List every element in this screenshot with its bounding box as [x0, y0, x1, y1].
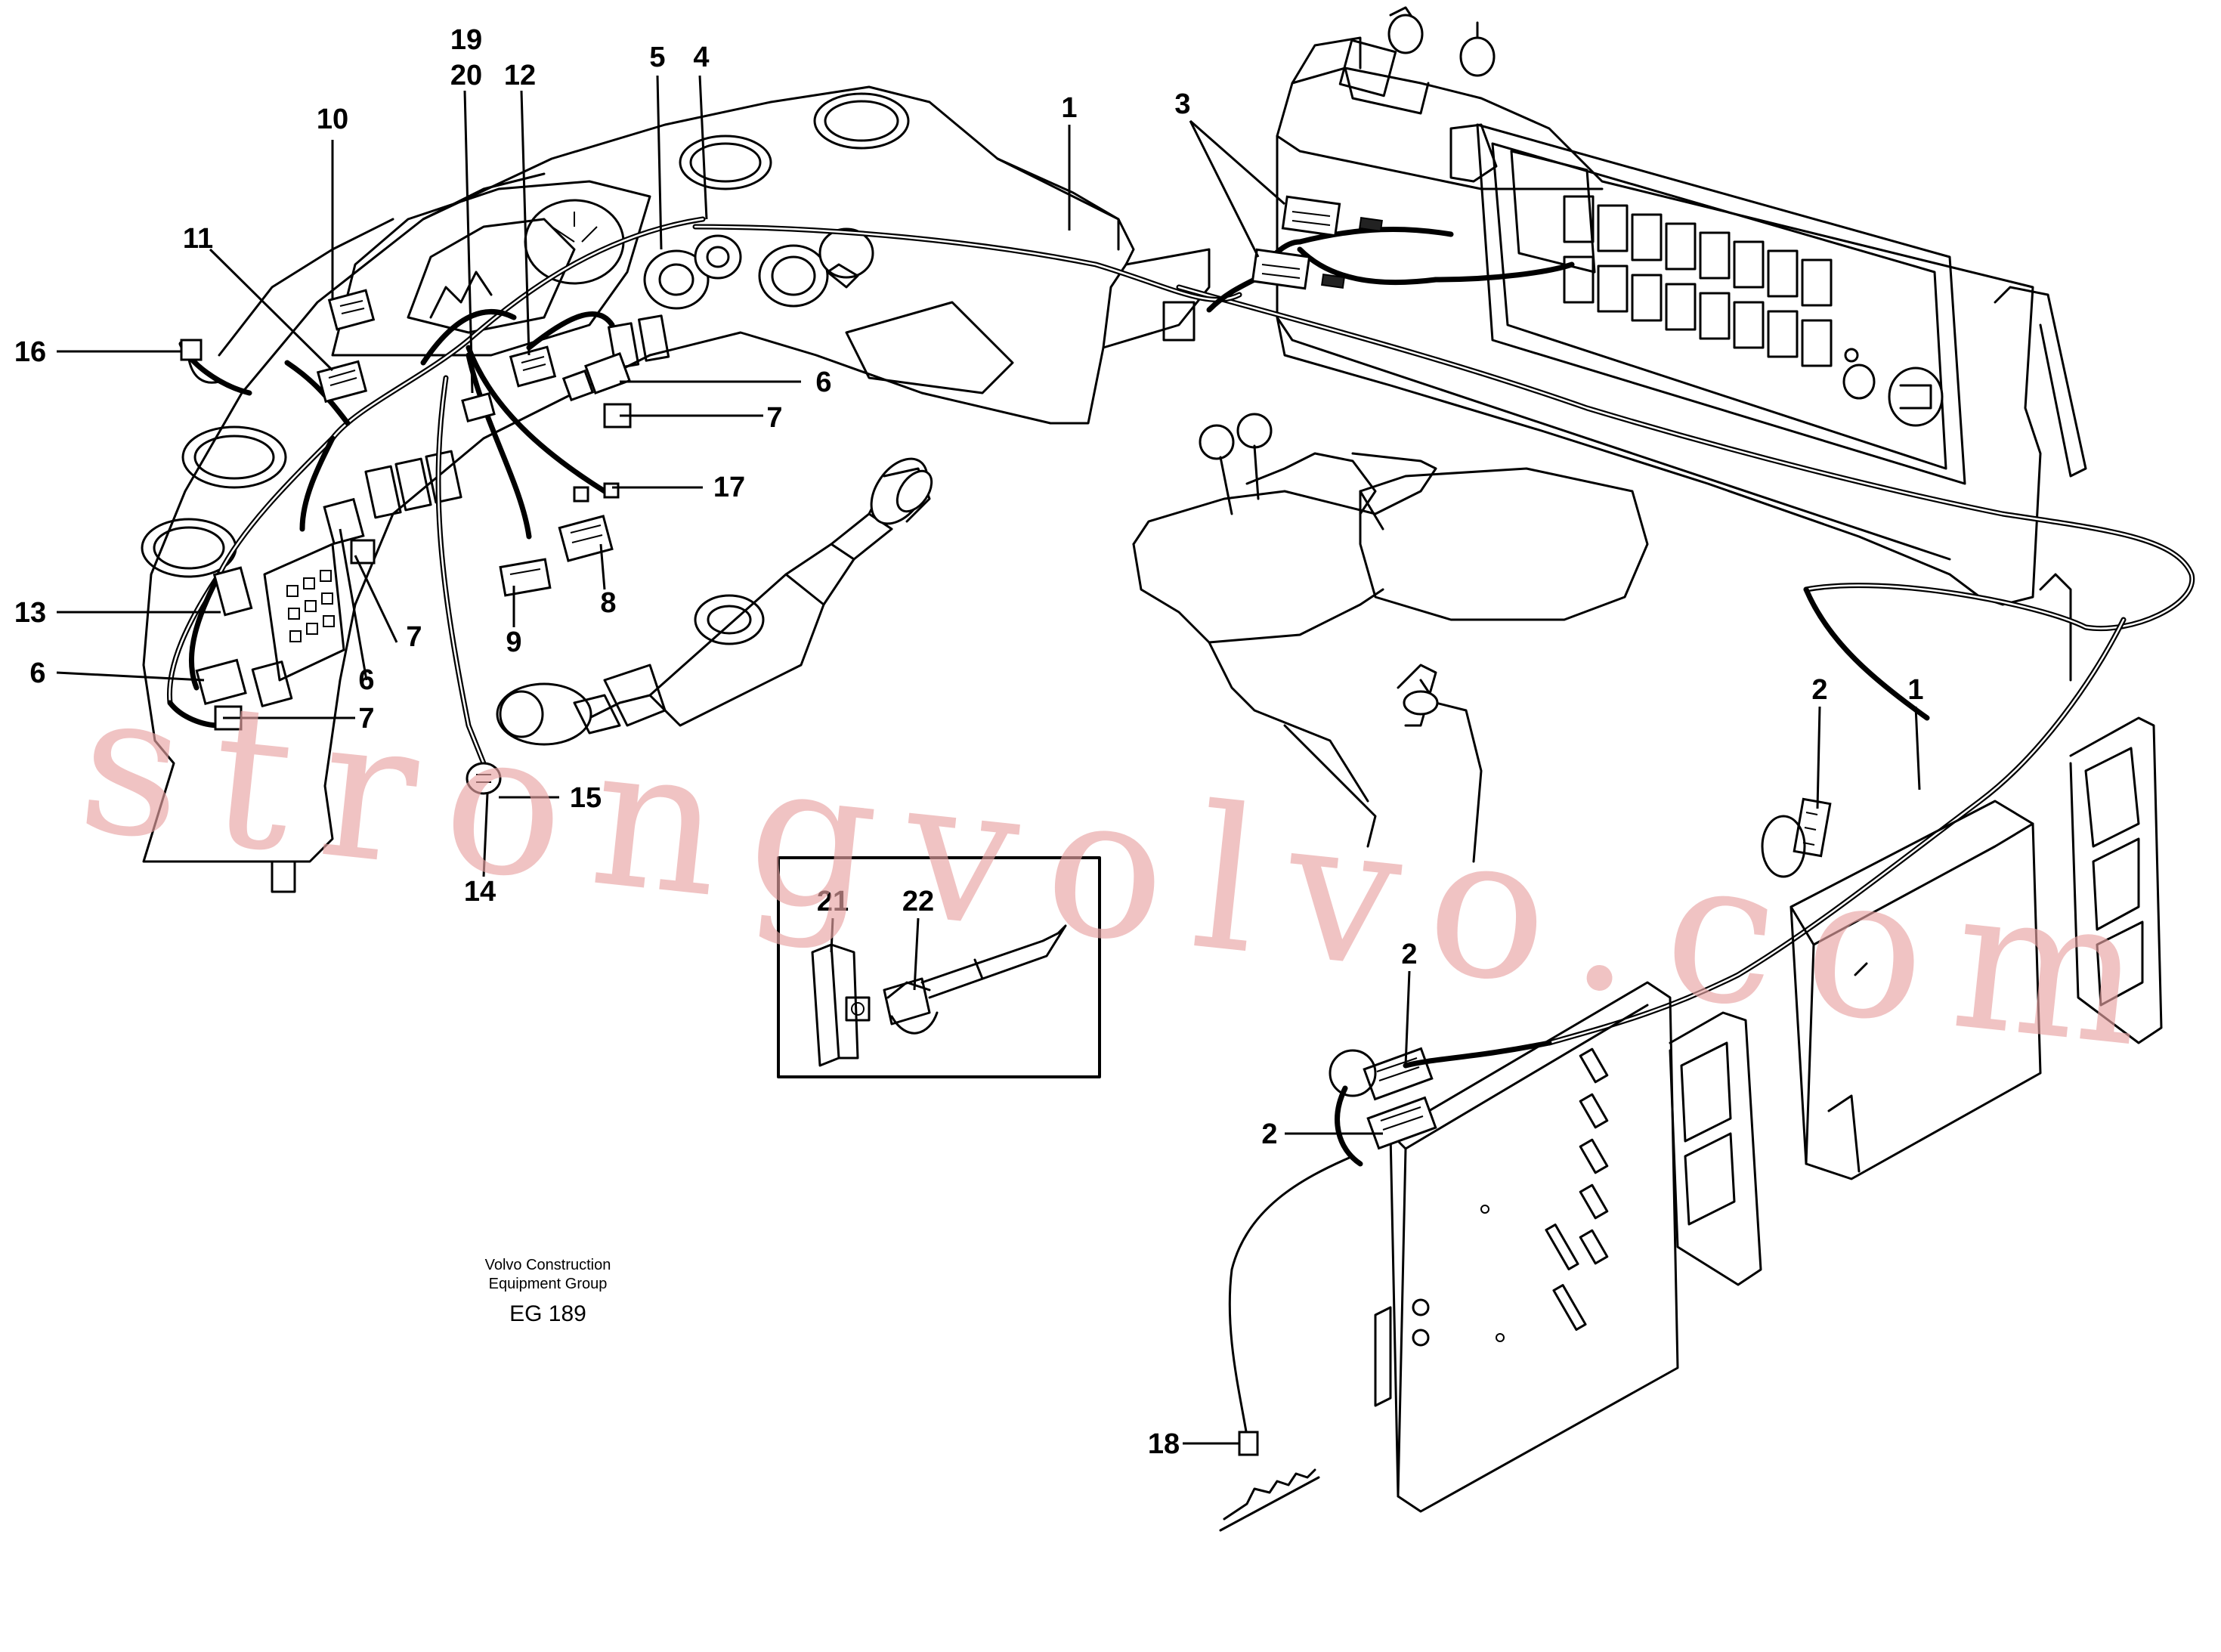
callout-16: 16	[14, 336, 46, 368]
callout-7-mid: 7	[406, 621, 422, 653]
callout-2-middle: 2	[1401, 939, 1417, 970]
leader-lines	[56, 75, 1921, 1445]
callout-2-lower: 2	[1261, 1118, 1277, 1150]
callout-2-upper: 2	[1811, 674, 1827, 706]
callout-11: 11	[183, 223, 213, 255]
connector-9	[499, 558, 552, 597]
connector-3-lower	[1251, 248, 1345, 290]
callout-17: 17	[713, 472, 745, 503]
connector-3-upper	[1281, 195, 1383, 237]
control-units	[1219, 716, 2163, 1532]
callout-labels: 1 1 2 2 2 3 4 5 6 6 6 7 7 7 8 9 10 11 12…	[14, 24, 1924, 1460]
callout-5: 5	[649, 42, 665, 73]
callout-4: 4	[693, 42, 709, 73]
connector-14-15	[466, 762, 502, 795]
switch-bank	[1563, 195, 1833, 367]
keypad	[263, 543, 345, 682]
connector-7-mid	[350, 539, 376, 565]
callout-6-mid: 6	[358, 664, 374, 696]
ignition-switch-icon	[758, 244, 829, 308]
caption-code: EG 189	[509, 1301, 586, 1326]
connector-12	[509, 345, 557, 388]
cable-tie-22	[883, 924, 1067, 1035]
callout-9: 9	[506, 626, 521, 658]
connector-2-lower	[1366, 1096, 1437, 1150]
right-console	[692, 6, 2195, 1046]
callout-6-upper: 6	[815, 367, 831, 398]
callout-7-lower: 7	[358, 703, 374, 735]
caption-line-2: Equipment Group	[489, 1276, 608, 1292]
callout-6-lower: 6	[29, 657, 45, 689]
caption-line-1: Volvo Construction	[485, 1257, 611, 1273]
dashboard-panel	[141, 85, 1211, 893]
connector-16	[180, 339, 221, 384]
connector-18	[1219, 1431, 1320, 1532]
connector-10	[327, 289, 376, 331]
callout-1-top: 1	[1061, 92, 1077, 124]
callout-20: 20	[450, 60, 482, 91]
connector-6-lower	[195, 658, 247, 706]
callout-13: 13	[14, 597, 46, 629]
callout-18: 18	[1148, 1428, 1180, 1460]
left-harness	[166, 216, 706, 795]
control-lever	[496, 457, 933, 746]
caption-block: Volvo Construction Equipment Group EG 18…	[485, 1257, 611, 1326]
callout-8: 8	[600, 587, 616, 619]
callout-7-upper: 7	[766, 402, 782, 434]
rotary-switch-icon	[643, 249, 710, 310]
clip-21	[811, 943, 871, 1067]
connector-8	[558, 515, 614, 562]
callout-12: 12	[504, 60, 536, 91]
connector-6-upper	[561, 352, 631, 402]
callout-22: 22	[902, 886, 934, 917]
callout-15: 15	[570, 782, 602, 814]
watermark: strongvolvo.com	[70, 648, 2183, 1094]
callout-10: 10	[317, 104, 348, 135]
callout-1-right: 1	[1907, 674, 1923, 706]
detail-inset	[777, 856, 1101, 1078]
connector-19-20	[461, 391, 496, 423]
callout-14: 14	[464, 876, 496, 908]
callout-21: 21	[817, 886, 849, 917]
callout-19: 19	[450, 24, 482, 56]
joystick-icon	[1199, 413, 1377, 515]
callout-3: 3	[1174, 88, 1190, 120]
connector-11	[316, 360, 368, 404]
connector-6-mid	[323, 497, 365, 546]
connector-13	[212, 566, 253, 617]
